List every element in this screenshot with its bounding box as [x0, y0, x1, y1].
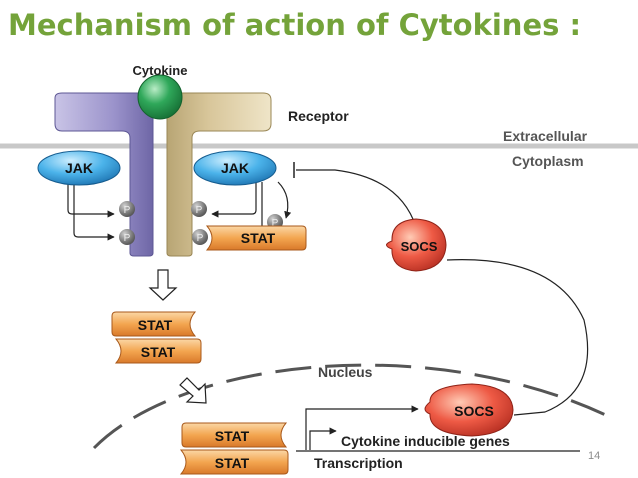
svg-text:STAT: STAT [241, 230, 276, 246]
svg-text:P: P [124, 205, 131, 216]
phosphate-left-lower: P [119, 229, 135, 245]
receptor-right-chain [166, 92, 272, 257]
genes-label: Cytokine inducible genes [341, 433, 510, 449]
socs-feedback-curve [446, 259, 589, 416]
svg-text:SOCS: SOCS [401, 239, 438, 254]
nucleus-label: Nucleus [318, 364, 373, 380]
socs-cytoplasm: SOCS [386, 218, 447, 272]
svg-text:P: P [272, 218, 279, 229]
nuclear-translocation-arrow [179, 377, 207, 404]
jak-left: JAK [37, 150, 121, 186]
svg-text:STAT: STAT [141, 344, 176, 360]
receptor-label: Receptor [288, 108, 349, 124]
cytoplasm-label: Cytoplasm [512, 153, 584, 169]
svg-text:JAK: JAK [65, 160, 93, 176]
socs-nucleus: SOCS [424, 383, 514, 437]
cytokine-ligand [137, 74, 183, 120]
stat-receptor-bound: STAT [205, 225, 307, 251]
stat-dimer-nucleus: STAT STAT [179, 422, 289, 475]
stat-dimer-cytoplasm: STAT STAT [111, 311, 202, 364]
dimerization-arrow [148, 269, 178, 301]
svg-text:JAK: JAK [221, 160, 249, 176]
phosphorylation-arrows-left [67, 182, 115, 241]
svg-text:P: P [197, 233, 204, 244]
svg-text:STAT: STAT [215, 455, 250, 471]
svg-text:STAT: STAT [215, 428, 250, 444]
nuclear-envelope [92, 363, 613, 450]
slide-title: Mechanism of action of Cytokines : [8, 8, 582, 42]
svg-text:P: P [196, 205, 203, 216]
svg-text:STAT: STAT [138, 317, 173, 333]
jak-right: JAK [193, 150, 277, 186]
transcription-arrows [305, 405, 419, 450]
svg-text:SOCS: SOCS [454, 403, 494, 419]
socs-inhibition-line [296, 169, 417, 228]
svg-text:P: P [124, 233, 131, 244]
phosphate-left-upper: P [119, 201, 135, 217]
phosphate-right-lower: P [192, 229, 208, 245]
cytokine-label: Cytokine [133, 63, 188, 78]
phosphate-right-upper: P [191, 201, 207, 217]
transcription-label: Transcription [314, 455, 403, 471]
extracellular-label: Extracellular [503, 128, 588, 144]
slide-number: 14 [588, 450, 601, 462]
